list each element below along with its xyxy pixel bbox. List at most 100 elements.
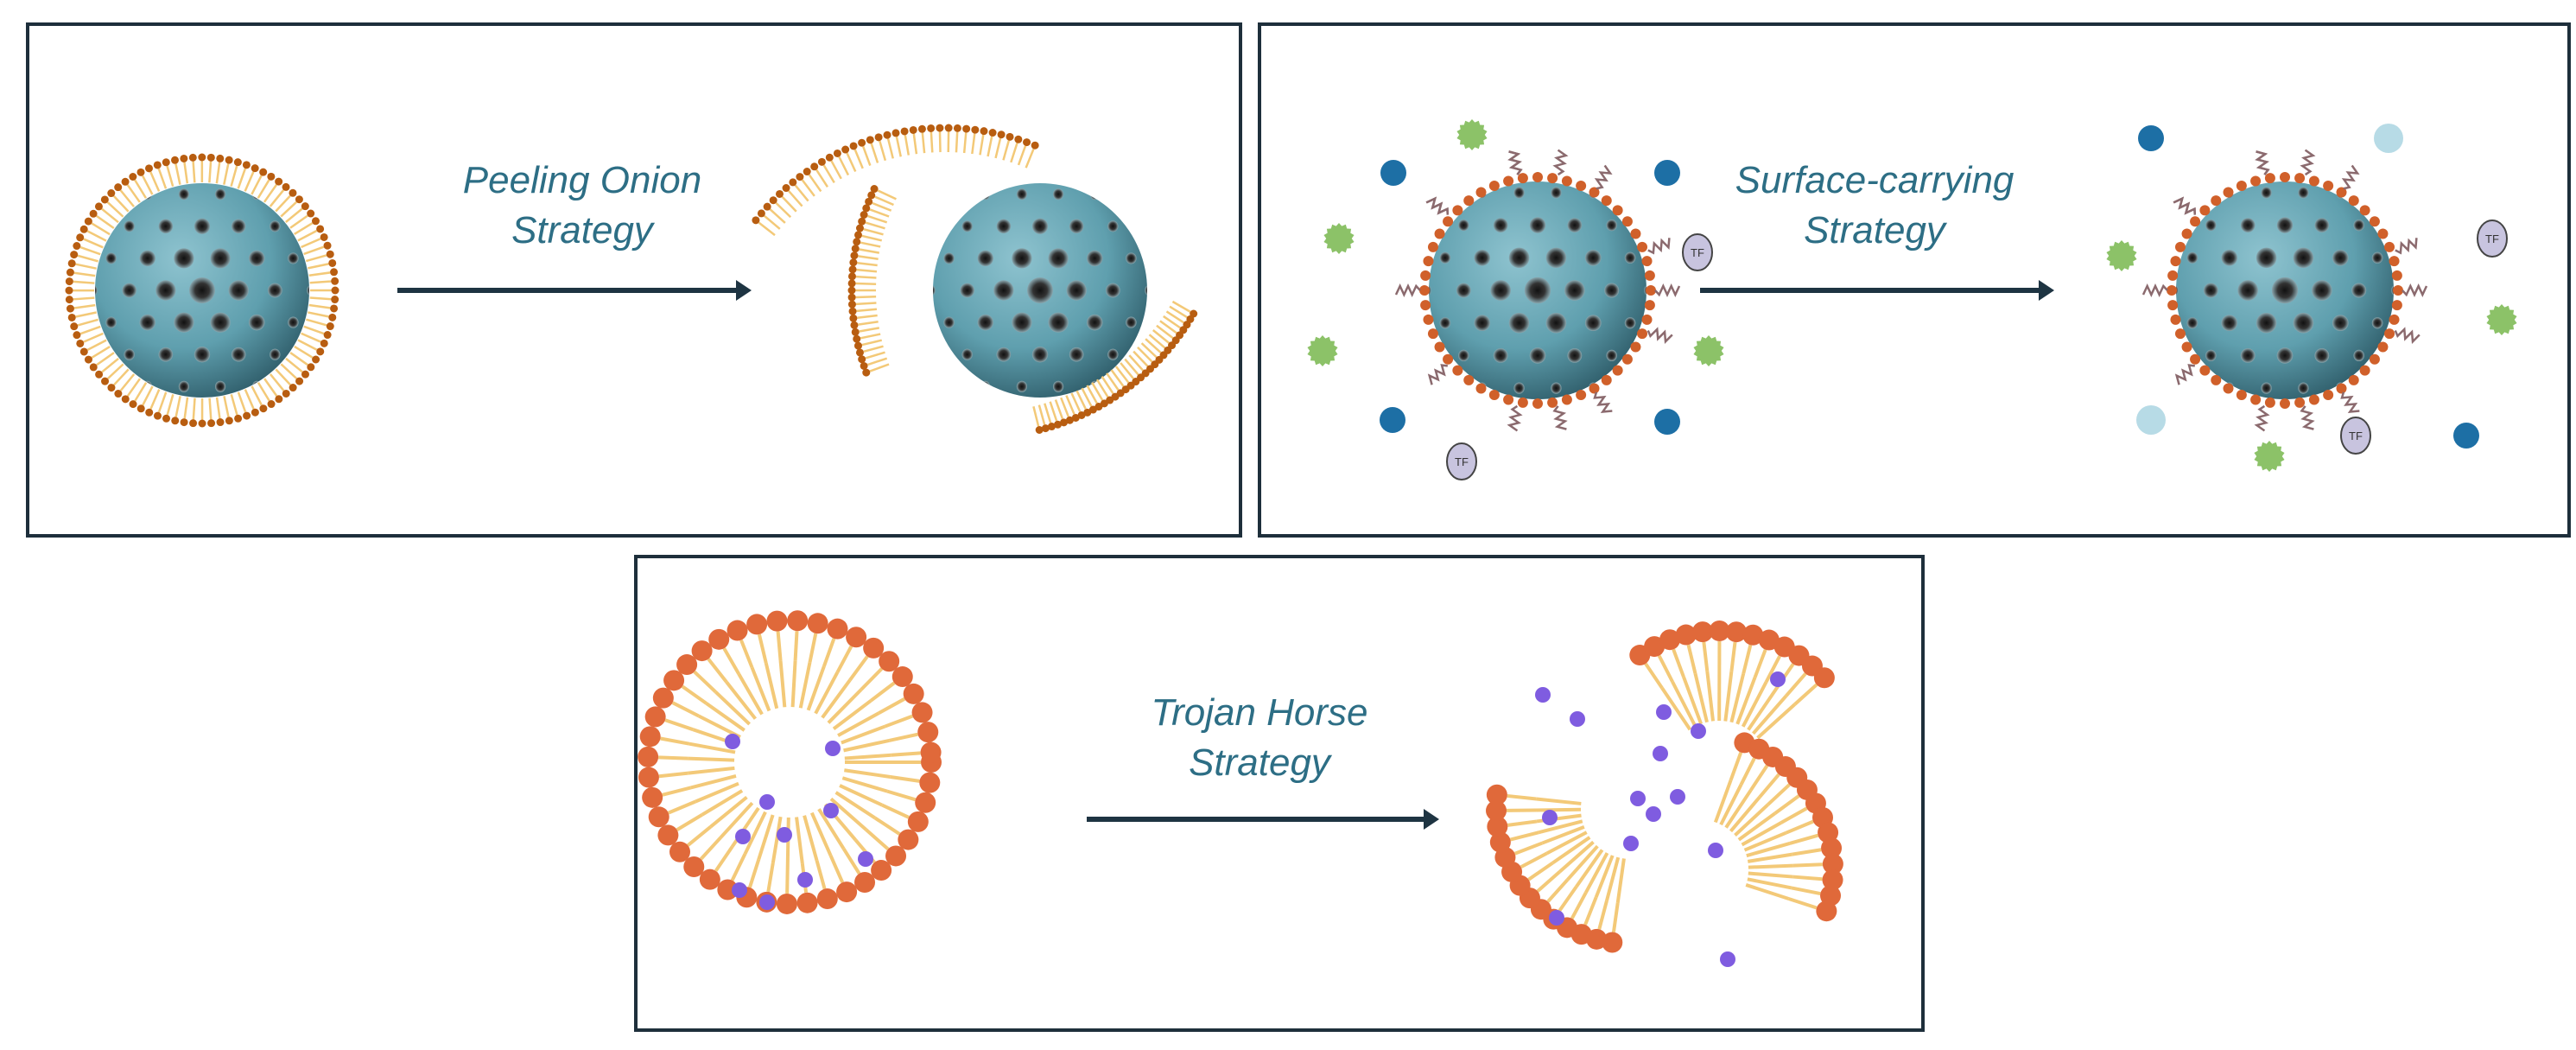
released-payload (1656, 704, 1672, 720)
svg-text:TF: TF (1455, 455, 1469, 468)
fragment-top-inner (1660, 670, 1797, 740)
released-payload (1623, 836, 1639, 851)
svg-text:TF: TF (2485, 232, 2499, 245)
released-green-1 (2106, 240, 2137, 271)
payload-molecule (735, 829, 751, 844)
ligand-blue-4 (1654, 409, 1680, 435)
trojan-horse-label: Trojan Horse Strategy (1087, 688, 1432, 788)
released-payload (1549, 910, 1564, 926)
tf-ligand-1: TF (1682, 233, 1713, 271)
liposome-inner-tails (688, 660, 891, 865)
fragment-right (1729, 732, 1843, 922)
fragment-left-inner (1535, 797, 1626, 904)
ligand-blue-2 (1654, 160, 1680, 186)
surface-carrying-label: Surface-carrying Strategy (1667, 156, 2082, 256)
carrier-right-peg-tail (2394, 327, 2421, 344)
trojan-label-line1: Trojan Horse (1151, 691, 1368, 734)
trojan-label-line2: Strategy (1189, 741, 1330, 784)
released-payload (1570, 711, 1585, 727)
carrier-left-peg-tail (1427, 364, 1448, 385)
released-payload (1646, 806, 1661, 822)
released-payload (1670, 789, 1685, 805)
surface-carrying-panel: TF TF TF TF Surface-carrying Strategy (1258, 22, 2571, 538)
shell-fragment-top (752, 124, 1039, 237)
carrier-left-peg-tail (1594, 164, 1613, 190)
released-blue-1 (2138, 125, 2164, 151)
payload-molecule (797, 872, 813, 888)
ligand-green-4 (1693, 335, 1724, 366)
liposome-outer (638, 610, 942, 914)
carrier-right-peg-tail (2395, 238, 2418, 255)
carrier-left-core (1429, 181, 1646, 399)
payload-molecule (732, 882, 747, 898)
released-green-3 (2254, 441, 2285, 472)
onion-shell-full (65, 153, 339, 428)
carrier-right-peg-tail (2341, 164, 2360, 190)
carrier-right-surface-heads (2167, 172, 2403, 409)
carrier-left-peg-tail (1425, 196, 1450, 215)
surface-label-line1: Surface-carrying (1735, 159, 2014, 201)
surface-arrow-head (2039, 280, 2054, 301)
carrier-right-peg-tail (2300, 405, 2315, 430)
nanoparticle-core-released (933, 183, 1147, 398)
surface-label-line2: Strategy (1804, 209, 1945, 251)
released-payload (1535, 687, 1551, 703)
carrier-left-peg-tail (1394, 283, 1421, 297)
payload-molecule (825, 741, 841, 756)
ligand-blue-3 (1380, 407, 1405, 433)
carrier-left-surface-heads (1419, 172, 1656, 409)
released-lightblue-1 (2374, 124, 2403, 153)
trojan-arrow-head (1424, 809, 1439, 830)
carrier-left-peg-tail (1646, 327, 1673, 344)
peeling-label-line2: Strategy (511, 209, 653, 251)
tf-ligand-2: TF (1446, 442, 1477, 480)
ligand-blue-1 (1380, 160, 1406, 186)
carrier-right-core (2176, 181, 2394, 399)
carrier-right-peg-tail (2402, 283, 2428, 297)
released-payload (1708, 843, 1723, 858)
carrier-left-peg-tail (1593, 391, 1613, 413)
peel-arrow-head (736, 280, 752, 301)
trojan-horse-diagram (638, 610, 1843, 967)
peeling-label-line1: Peeling Onion (462, 159, 702, 201)
carrier-right-peg-tail (2254, 404, 2270, 432)
carrier-left-peg-tail (1647, 238, 1671, 255)
carrier-right-peg-tail (2300, 149, 2316, 176)
peeling-onion-panel: Peeling Onion Strategy (26, 22, 1242, 538)
fragment-right-inner (1713, 779, 1793, 900)
carrier-right-peg-tail (2174, 364, 2195, 385)
payload-molecule (777, 827, 792, 843)
carrier-left-peg-tail (1654, 283, 1681, 297)
released-tf-1: TF (2477, 220, 2508, 258)
payload-molecule (759, 794, 775, 810)
payload-molecule (759, 894, 775, 910)
released-payload (1691, 723, 1706, 739)
carrier-left-peg-tail (1507, 150, 1523, 175)
released-blue-2 (2453, 423, 2479, 449)
carrier-left-peg-tail (1552, 149, 1569, 176)
released-payload (1542, 810, 1558, 825)
peeling-onion-label: Peeling Onion Strategy (409, 156, 755, 256)
carrier-right-peg-tail (2173, 196, 2197, 215)
carrier-right-peg-tail (2255, 150, 2270, 175)
shell-fragment-left (847, 185, 897, 377)
ligand-green-3 (1307, 335, 1338, 366)
peeling-onion-diagram (65, 124, 1198, 435)
payload-molecule (725, 734, 740, 749)
fragment-top (1629, 620, 1835, 706)
shell-fragment-bottom (1032, 300, 1198, 435)
surface-carrying-diagram: TF TF TF TF (1307, 119, 2517, 480)
payload-molecule (823, 803, 839, 818)
trojan-horse-panel: Trojan Horse Strategy (634, 555, 1925, 1032)
carrier-right-peg-tail (2340, 391, 2360, 413)
carrier-left-peg-tail (1552, 405, 1568, 430)
carrier-left-peg-tail (1507, 404, 1523, 432)
released-payload (1630, 791, 1646, 806)
svg-text:TF: TF (2349, 430, 2363, 442)
released-tf-2: TF (2340, 417, 2371, 455)
payload-molecule (858, 851, 873, 867)
released-lightblue-2 (2136, 405, 2166, 435)
carrier-right-peg-tail (2141, 283, 2168, 297)
ligand-green-2 (1323, 223, 1355, 254)
released-payload (1720, 951, 1735, 967)
